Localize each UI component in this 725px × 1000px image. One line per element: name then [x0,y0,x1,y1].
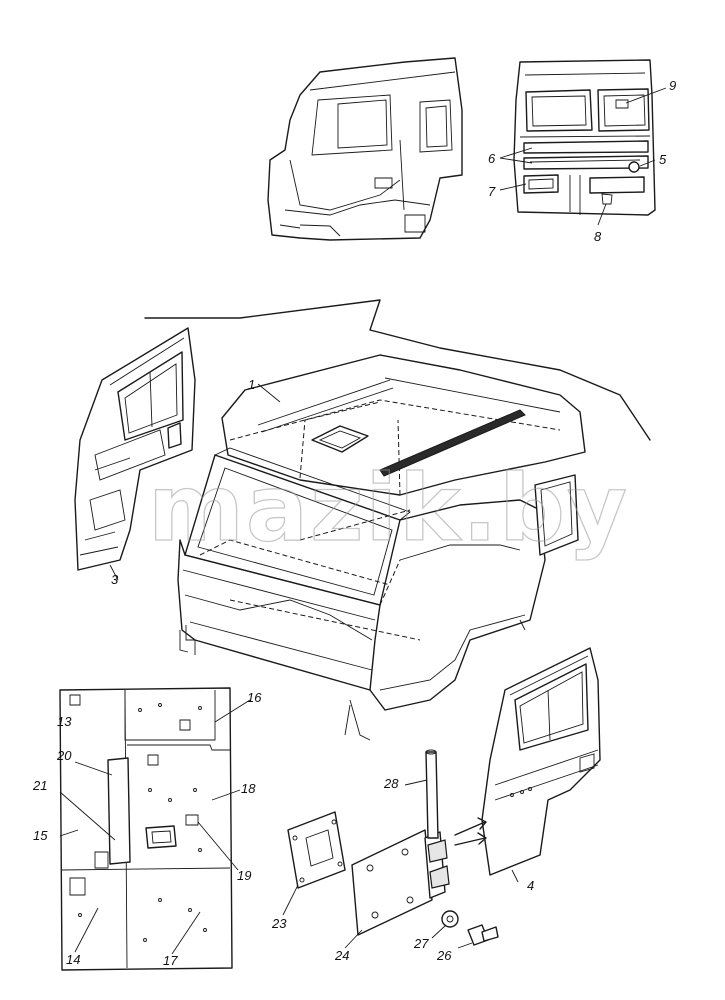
label-part-24: 24 [334,948,349,963]
label-part-4: 4 [527,878,534,893]
label-part-13: 13 [57,714,72,729]
label-part-23: 23 [271,916,287,931]
label-part-3: 3 [111,572,119,587]
main-cab-body [177,354,586,741]
label-part-17: 17 [163,953,178,968]
label-part-18: 18 [241,781,256,796]
label-part-20: 20 [56,748,72,763]
label-part-9: 9 [669,78,676,93]
label-part-19: 19 [237,868,251,883]
label-part-1: 1 [248,377,255,392]
label-part-15: 15 [33,828,48,843]
label-part-28: 28 [383,776,399,791]
cab-front-view [499,59,667,226]
label-part-7: 7 [488,184,496,199]
label-part-16: 16 [247,690,262,705]
part-labels: 1 3 4 5 6 7 8 9 13 14 15 16 17 18 19 20 … [32,78,676,968]
hinge-parts [282,749,499,949]
roof-outline [144,299,651,441]
label-part-14: 14 [66,952,80,967]
label-part-8: 8 [594,229,602,244]
label-part-26: 26 [436,948,452,963]
right-door [454,647,601,883]
watermark-text: mazik.by [148,455,629,562]
label-part-6: 6 [488,151,496,166]
label-part-5: 5 [659,152,667,167]
left-door [74,327,196,581]
cab-side-view [267,57,463,241]
label-part-21: 21 [32,778,47,793]
floor-panels [59,687,251,971]
label-part-27: 27 [413,936,429,951]
